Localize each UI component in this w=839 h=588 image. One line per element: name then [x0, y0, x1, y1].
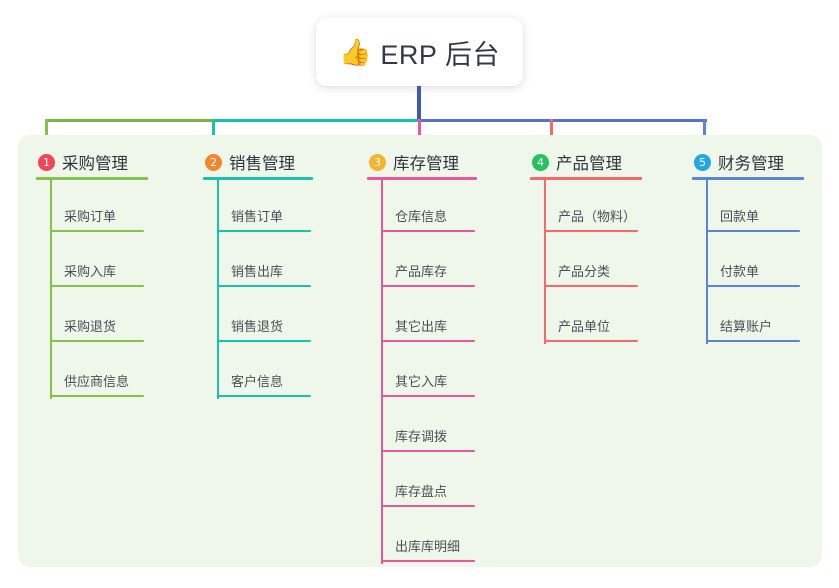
leaf-underline	[381, 340, 475, 342]
branch-header-4[interactable]: 4 产品管理	[530, 147, 622, 177]
branch-underline	[530, 177, 642, 180]
leaf-item-label: 产品（物料）	[558, 209, 637, 224]
leaf-item[interactable]: 库存盘点	[381, 481, 475, 507]
branch-spine	[217, 177, 219, 399]
leaf-item[interactable]: 库存调拨	[381, 426, 475, 452]
branch-number-badge: 3	[369, 153, 386, 171]
branch-header-5[interactable]: 5 财务管理	[692, 147, 784, 177]
leaf-underline	[544, 285, 638, 287]
leaf-item-label: 结算账户	[720, 319, 773, 334]
leaf-item-label: 其它入库	[395, 374, 448, 389]
branch-title: 财务管理	[718, 155, 784, 173]
leaf-underline	[706, 340, 800, 342]
leaf-item-label: 产品单位	[558, 319, 611, 334]
leaf-item-label: 其它出库	[395, 319, 448, 334]
trunk-bar-mid	[213, 119, 419, 122]
leaf-item-label: 采购退货	[64, 319, 117, 334]
leaf-item-label: 销售退货	[231, 319, 284, 334]
branch-spine	[706, 177, 708, 344]
branch-spine	[544, 177, 546, 344]
leaf-item[interactable]: 其它出库	[381, 316, 475, 342]
leaf-item[interactable]: 出库库明细	[381, 536, 475, 562]
leaf-item[interactable]: 供应商信息	[50, 371, 144, 397]
leaf-underline	[544, 340, 638, 342]
leaf-underline	[381, 450, 475, 452]
leaf-underline	[381, 230, 475, 232]
leaf-item[interactable]: 回款单	[706, 206, 800, 232]
branch-number-badge: 4	[532, 153, 549, 171]
trunk-stem	[417, 86, 421, 122]
branch-underline	[367, 177, 477, 180]
leaf-item[interactable]: 销售出库	[217, 261, 311, 287]
leaf-underline	[50, 230, 144, 232]
leaf-item[interactable]: 其它入库	[381, 371, 475, 397]
page-title: ERP 后台	[380, 39, 500, 70]
branch-underline	[36, 177, 148, 180]
branch-number-badge: 2	[205, 153, 222, 171]
leaf-item[interactable]: 仓库信息	[381, 206, 475, 232]
leaf-item-label: 产品分类	[558, 264, 611, 279]
leaf-item[interactable]: 销售退货	[217, 316, 311, 342]
leaf-underline	[544, 230, 638, 232]
leaf-item-label: 采购订单	[64, 209, 117, 224]
leaf-underline	[50, 285, 144, 287]
leaf-item[interactable]: 采购订单	[50, 206, 144, 232]
branch-header-2[interactable]: 2 销售管理	[203, 147, 295, 177]
leaf-item-label: 出库库明细	[395, 539, 461, 554]
leaf-item-label: 回款单	[720, 209, 760, 224]
leaf-underline	[50, 340, 144, 342]
leaf-item-label: 库存调拨	[395, 429, 448, 444]
leaf-item-label: 库存盘点	[395, 484, 448, 499]
leaf-underline	[381, 285, 475, 287]
leaf-item[interactable]: 客户信息	[217, 371, 311, 397]
leaf-item[interactable]: 结算账户	[706, 316, 800, 342]
leaf-underline	[217, 395, 311, 397]
trunk-bar-left	[46, 119, 213, 122]
branch-underline	[203, 177, 313, 180]
branch-title: 采购管理	[62, 155, 128, 173]
branch-spine	[50, 177, 52, 399]
leaf-item[interactable]: 付款单	[706, 261, 800, 287]
thumbs-up-icon: 👍	[339, 37, 372, 67]
leaf-item-label: 付款单	[720, 264, 760, 279]
leaf-item[interactable]: 采购入库	[50, 261, 144, 287]
leaf-underline	[706, 230, 800, 232]
leaf-item[interactable]: 产品（物料）	[544, 206, 638, 232]
leaf-underline	[217, 230, 311, 232]
leaf-item-label: 供应商信息	[64, 374, 130, 389]
branch-header-3[interactable]: 3 库存管理	[367, 147, 459, 177]
branch-title: 销售管理	[229, 155, 295, 173]
branches-panel	[18, 135, 822, 567]
leaf-item-label: 仓库信息	[395, 209, 448, 224]
leaf-item-label: 客户信息	[231, 374, 284, 389]
leaf-underline	[381, 505, 475, 507]
leaf-item-label: 销售出库	[231, 264, 284, 279]
leaf-item[interactable]: 产品库存	[381, 261, 475, 287]
branch-spine	[381, 177, 383, 564]
leaf-item-label: 销售订单	[231, 209, 284, 224]
leaf-item-label: 产品库存	[395, 264, 448, 279]
root-node-content: 👍 ERP 后台	[339, 33, 500, 72]
leaf-item[interactable]: 采购退货	[50, 316, 144, 342]
leaf-underline	[50, 395, 144, 397]
trunk-bar-right	[419, 119, 707, 122]
root-node[interactable]: 👍 ERP 后台	[316, 18, 523, 86]
branch-title: 库存管理	[393, 155, 459, 173]
leaf-underline	[217, 340, 311, 342]
branch-title: 产品管理	[556, 155, 622, 173]
branch-header-1[interactable]: 1 采购管理	[36, 147, 128, 177]
leaf-underline	[706, 285, 800, 287]
branch-number-badge: 5	[694, 153, 711, 171]
branch-underline	[692, 177, 804, 180]
leaf-item[interactable]: 销售订单	[217, 206, 311, 232]
leaf-item[interactable]: 产品分类	[544, 261, 638, 287]
leaf-underline	[217, 285, 311, 287]
leaf-item-label: 采购入库	[64, 264, 117, 279]
leaf-underline	[381, 395, 475, 397]
branch-number-badge: 1	[38, 153, 55, 171]
leaf-underline	[381, 560, 475, 562]
leaf-item[interactable]: 产品单位	[544, 316, 638, 342]
